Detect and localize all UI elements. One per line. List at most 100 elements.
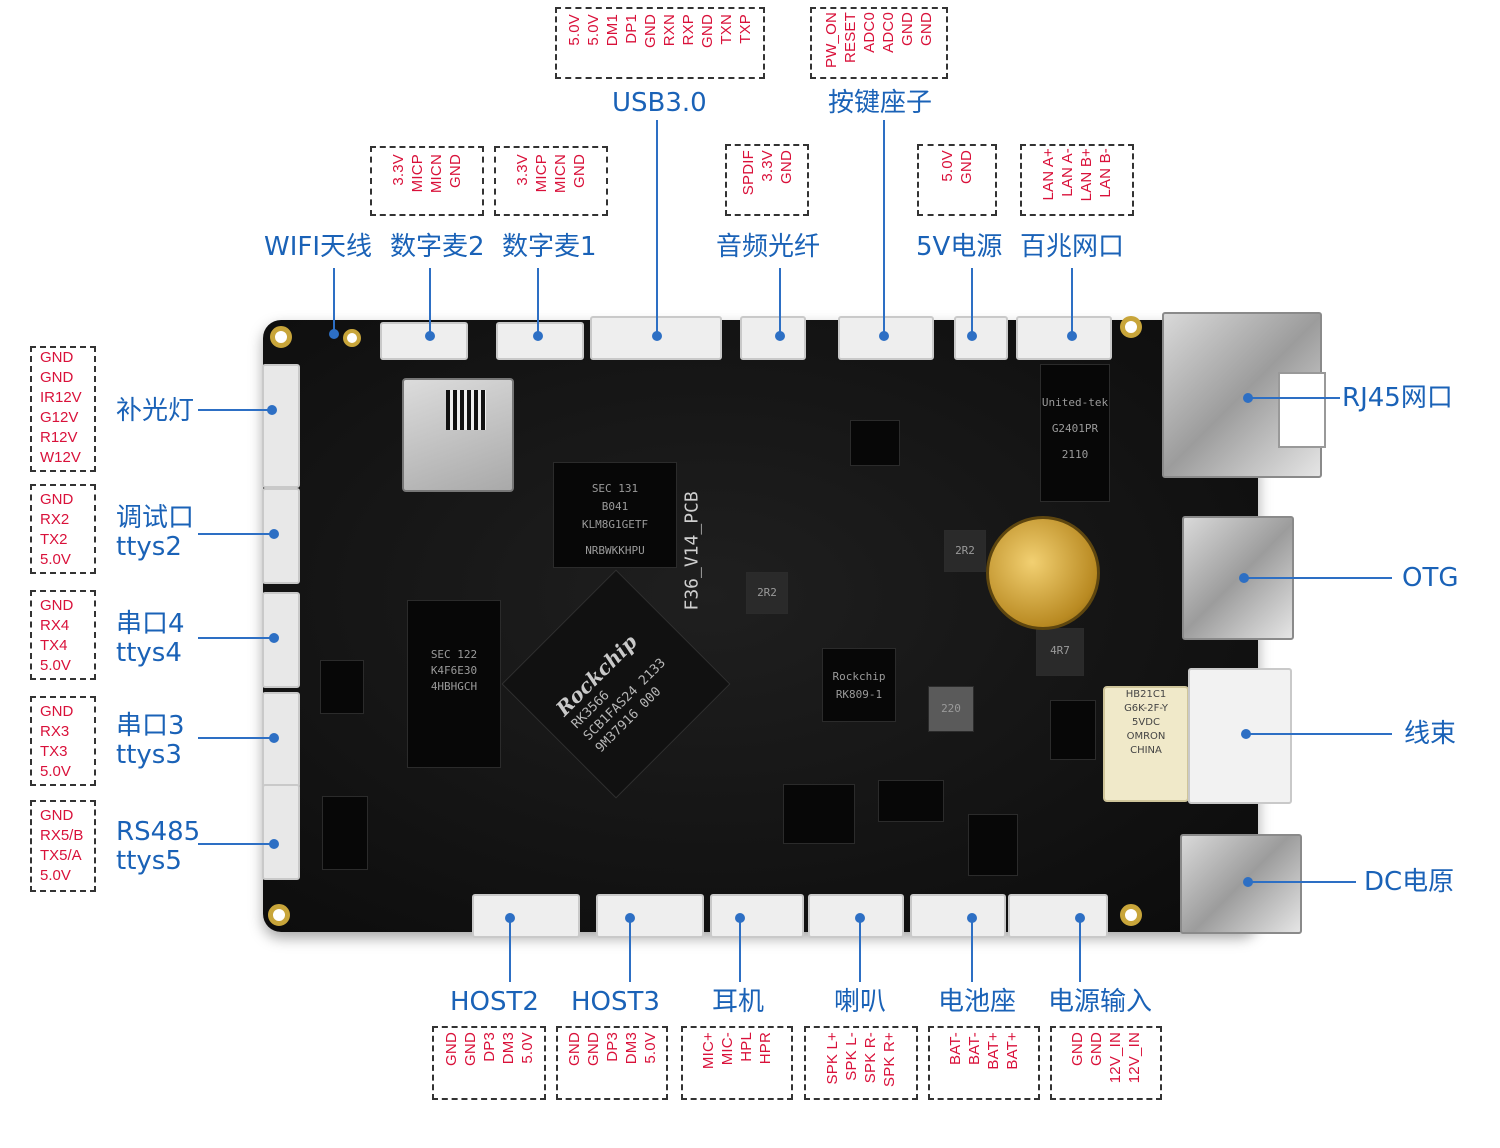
label-line: ttys3 (116, 740, 182, 770)
pin: GND (918, 12, 935, 46)
pinbox-key (810, 7, 948, 79)
label-line: ttys4 (116, 638, 182, 668)
conn-host3 (596, 894, 704, 938)
pmic-line: RK809-1 (835, 688, 883, 701)
ic (783, 784, 855, 844)
pins-mic1: 3.3V MICP MICN GND (494, 154, 608, 193)
relay-text: 5VDC (1132, 717, 1160, 728)
pin: TX2 (40, 531, 68, 548)
flash-chip-line: B041 (601, 500, 629, 513)
pin: GND (40, 703, 74, 720)
pin: 3.3V (390, 154, 407, 186)
pin: LAN B+ (1078, 148, 1095, 202)
pinbox-fill (30, 346, 96, 472)
pin: BAT- (947, 1032, 964, 1066)
pinbox-uart3 (30, 696, 96, 786)
pin: TX4 (40, 637, 68, 654)
pin: MICP (533, 154, 550, 193)
pin: GND (442, 1032, 460, 1066)
label-rs485: RS485 ttys5 (116, 818, 200, 876)
ram-chip-line: 4HBHGCH (430, 680, 478, 693)
label-spdif: 音频光纤 (716, 232, 821, 262)
label-fill: 补光灯 (116, 396, 195, 426)
pin: ADC0 (861, 12, 878, 53)
pins-key: PW_ON RESET ADC0 ADC0 GND GND (810, 12, 948, 68)
wifi-module (402, 378, 514, 492)
pin: SPK L+ (824, 1032, 841, 1085)
pin: BAT- (966, 1032, 983, 1066)
pin: GND (1088, 1032, 1105, 1066)
label-spk: 喇叭 (834, 987, 887, 1017)
label-line: RS485 (116, 817, 201, 847)
pmic-line: Rockchip (832, 670, 886, 683)
pin: 5.0V (40, 551, 71, 568)
pinbox-rs485 (30, 800, 96, 892)
inductor-value: 2R2 (955, 544, 975, 557)
pin: DP1 (623, 14, 640, 44)
conn-host2 (472, 894, 580, 938)
pin: SPK R- (862, 1032, 879, 1084)
magnetics-line: 2110 (1061, 448, 1089, 461)
ic (968, 814, 1018, 876)
pin: GND (584, 1032, 602, 1066)
pinbox-ear (681, 1026, 793, 1100)
label-mic1: 数字麦1 (502, 232, 597, 262)
pin: TX5/A (40, 847, 82, 864)
pin: GND (565, 1032, 583, 1066)
ram-chip: SEC 122 K4F6E30 4HBHGCH (407, 600, 501, 768)
pin: TXN (718, 14, 735, 45)
pins-host2: GND GND DP3 DM3 5.0V (432, 1032, 546, 1066)
flash-chip: SEC 131 B041 KLM8G1GETF NRBWKKHPU (553, 462, 677, 568)
conn-5v (954, 316, 1008, 360)
conn-mic1 (496, 322, 584, 360)
conn-pwrin (1008, 894, 1108, 938)
label-otg: OTG (1402, 563, 1459, 593)
label-uart4: 串口4 ttys4 (116, 610, 185, 668)
conn-uart4 (262, 592, 300, 688)
pins-host3: GND GND DP3 DM3 5.0V (556, 1032, 668, 1066)
pin: GND (777, 150, 795, 184)
pin: ADC0 (880, 12, 897, 53)
pin: 5.0V (566, 14, 583, 46)
pinbox-usb3 (555, 7, 765, 79)
label-line: 调试口 (116, 503, 195, 533)
label-key: 按键座子 (828, 88, 933, 118)
inductor: 2R2 (944, 530, 986, 572)
label-line: 串口3 (116, 711, 185, 741)
conn-bat (910, 894, 1006, 938)
pinbox-bat (928, 1026, 1040, 1100)
mount-hole-br (1120, 904, 1142, 926)
pin: R12V (40, 429, 78, 446)
pinbox-spk (804, 1026, 918, 1100)
conn-dbg (262, 488, 300, 584)
pins-spdif: SPDIF 3.3V GND (725, 150, 809, 195)
pinbox-lan (1020, 144, 1134, 216)
conn-uart3 (262, 692, 300, 788)
pin: W12V (40, 449, 81, 466)
inductor-value: 4R7 (1050, 644, 1070, 657)
relay-text: OMRON (1126, 731, 1166, 742)
pin: GND (699, 14, 716, 48)
pinbox-5v (917, 144, 997, 216)
pin: 5.0V (585, 14, 602, 46)
pin: SPK L- (843, 1032, 860, 1081)
pins-rs485: GND RX5/B TX5/A 5.0V (40, 806, 83, 886)
pin: GND (40, 807, 74, 824)
relay-text: HB21C1 (1125, 689, 1167, 700)
inductor-value: 220 (941, 702, 961, 715)
mount-hole-bl (268, 904, 290, 926)
pin: RX2 (40, 511, 70, 528)
pin: 5.0V (40, 763, 71, 780)
pins-fill: GND GND IR12V G12V R12V W12V (40, 348, 82, 468)
pin: 12V_IN (1126, 1032, 1143, 1084)
inductor-value: 2R2 (757, 586, 777, 599)
label-dbg: 调试口 ttys2 (116, 504, 194, 562)
label-5v: 5V电源 (916, 232, 1003, 262)
label-uart3: 串口3 ttys3 (116, 712, 185, 770)
ram-chip-line: SEC 122 (430, 648, 478, 661)
pin: SPDIF (739, 150, 757, 196)
mount-hole-tr (1120, 316, 1142, 338)
pin: GND (40, 491, 74, 508)
relay-text: G6K-2F-Y (1124, 703, 1168, 714)
